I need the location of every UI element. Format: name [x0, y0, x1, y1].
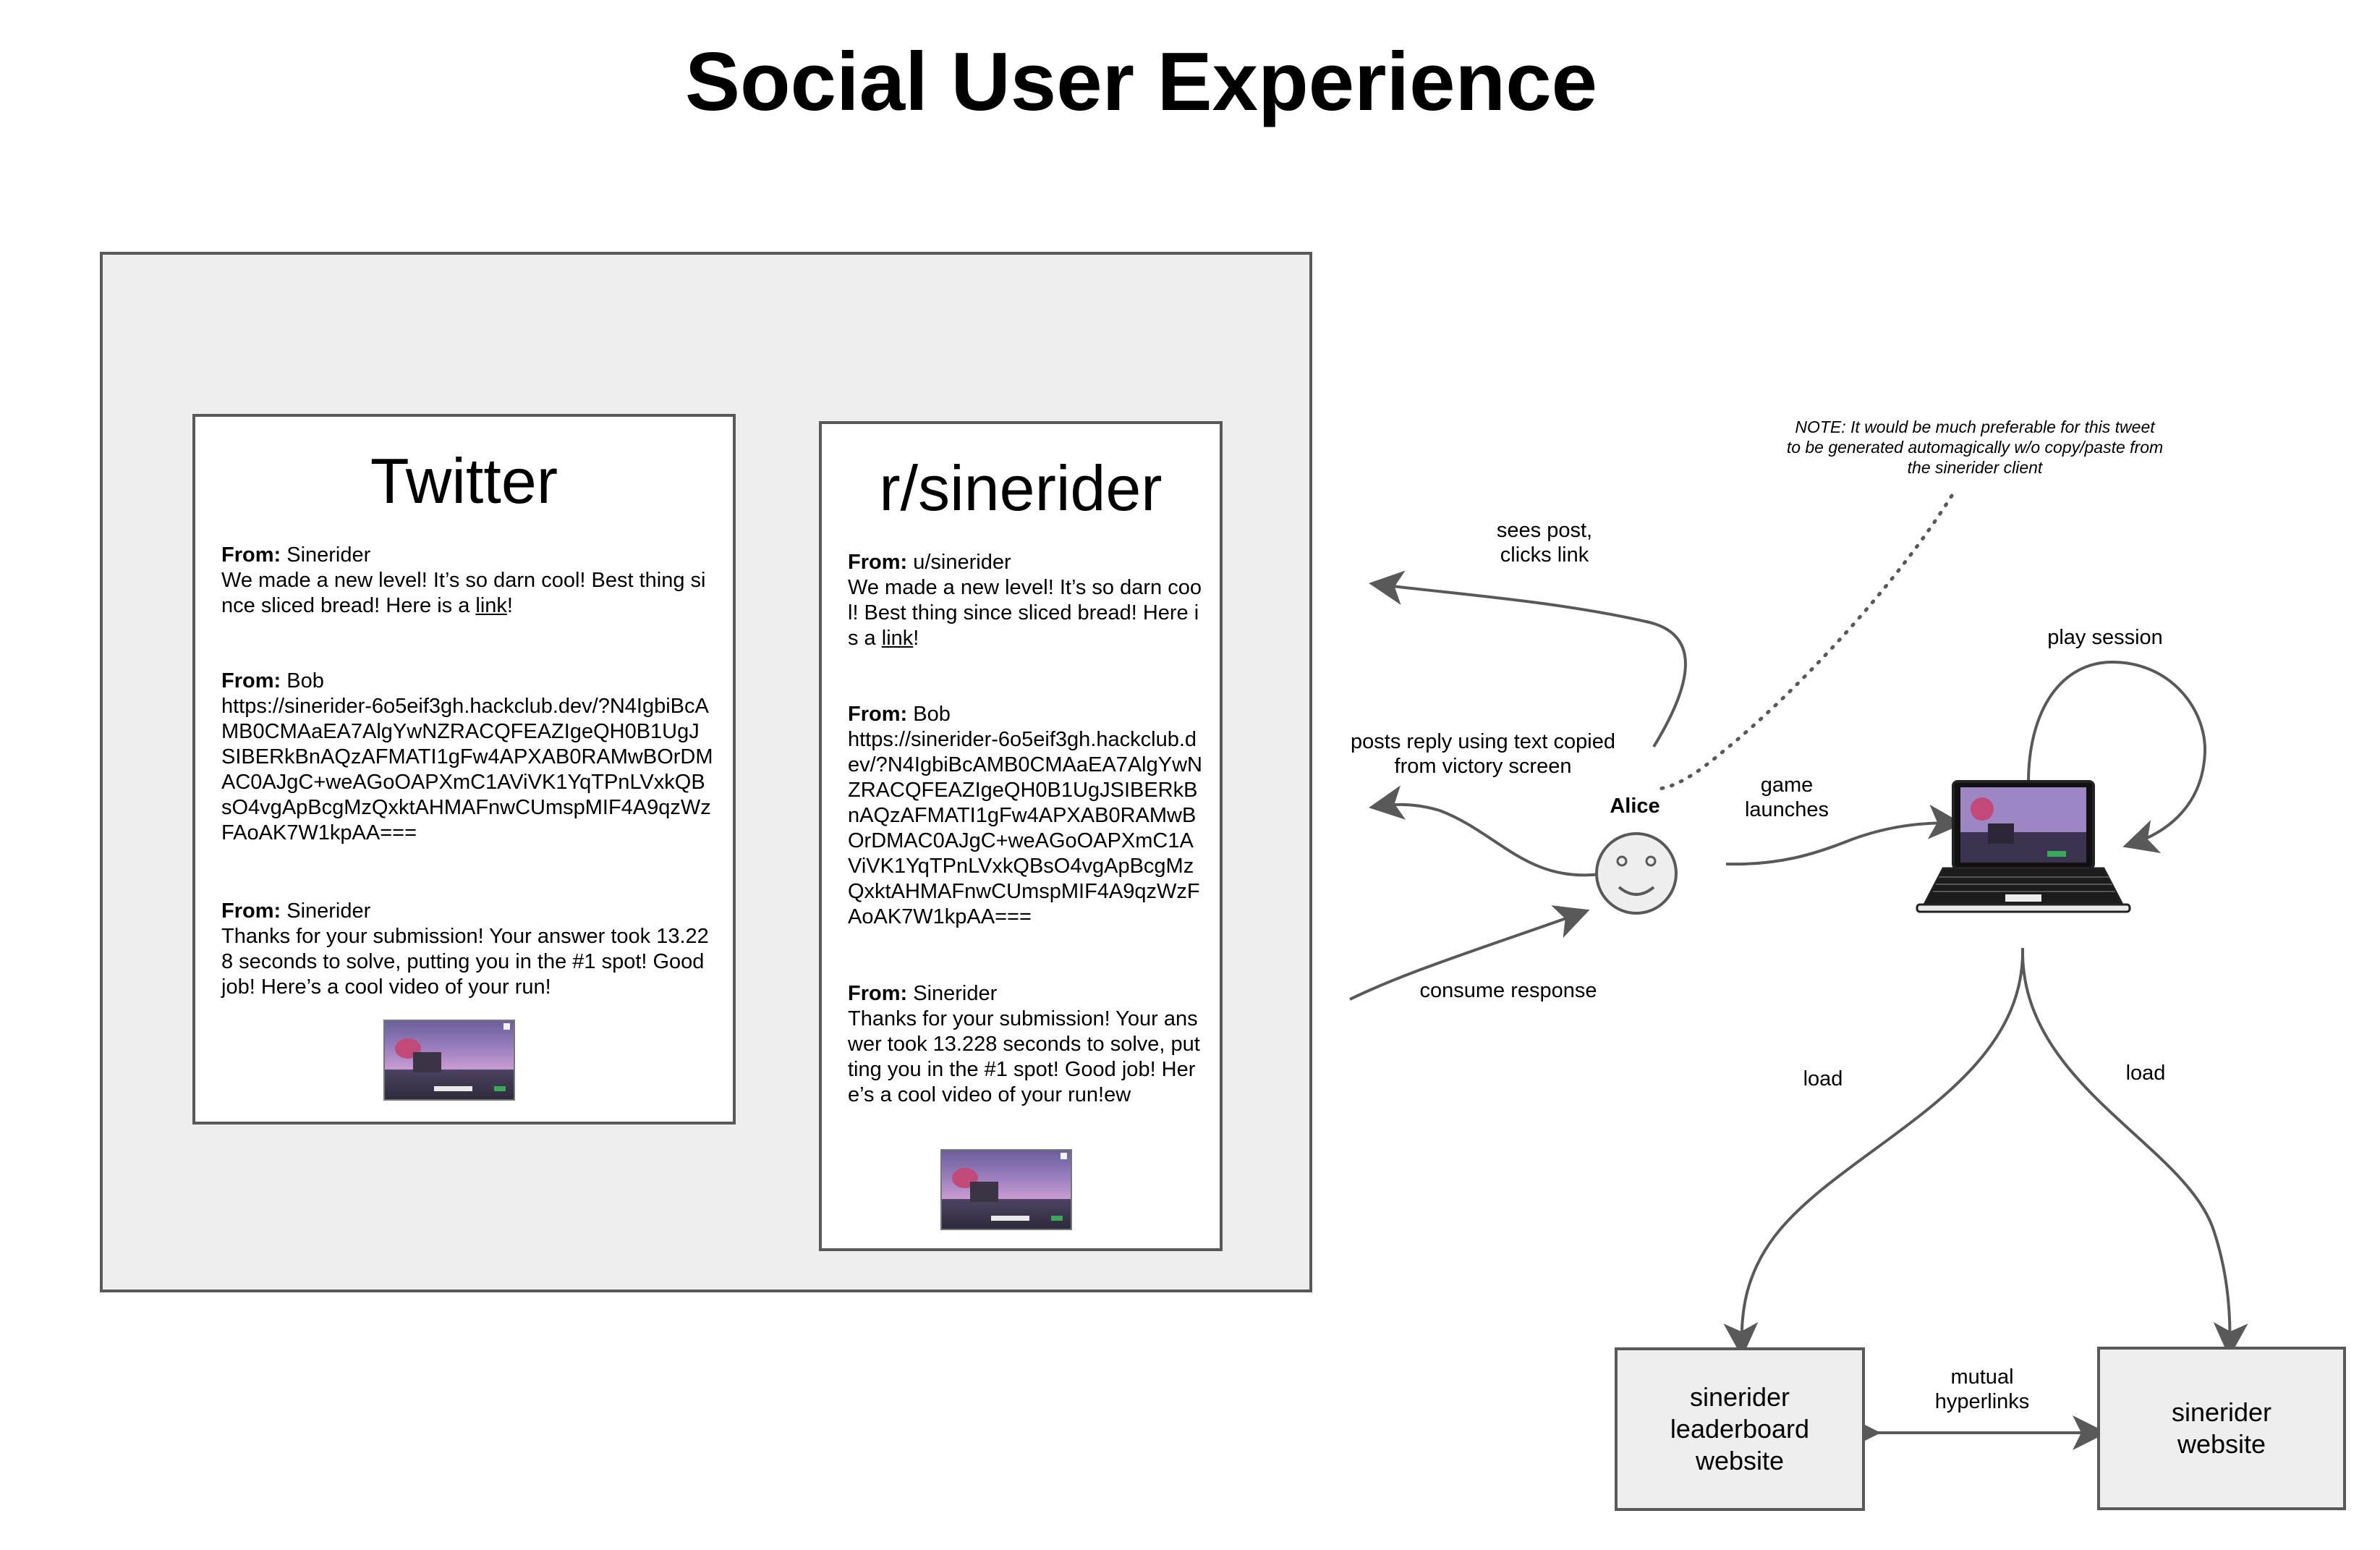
- post-from-label: From:: [221, 669, 281, 693]
- post-author: Sinerider: [907, 982, 998, 1005]
- sees-post-label: sees post, clicks link: [1496, 519, 1593, 567]
- play-session-loop: [2027, 660, 2207, 854]
- user-name-label: Alice: [1610, 795, 1660, 818]
- consume-response-label: consume response: [1419, 979, 1597, 1002]
- load-left-arrow: [1723, 947, 2025, 1358]
- reddit-post-sinerider: From: u/sinerider We made a new level! I…: [848, 550, 1202, 651]
- post-author: Sinerider: [281, 543, 371, 567]
- load-left-label: load: [1803, 1067, 1843, 1090]
- twitter-card-title: Twitter: [370, 445, 558, 517]
- diagram-title: Social User Experience: [684, 36, 1597, 128]
- post-from-label: From:: [848, 982, 908, 1005]
- post-body: We made a new level! It’s so darn cool! …: [221, 569, 706, 617]
- load-right-arrow: [2020, 947, 2248, 1358]
- play-session-label: play session: [2047, 626, 2163, 649]
- post-body: https://sinerider-6o5eif3gh.hackclub.dev…: [848, 728, 1202, 928]
- post-body: We made a new level! It’s so darn cool! …: [848, 576, 1202, 650]
- twitter-post-sinerider-reply: From: Sinerider Thanks for your submissi…: [221, 899, 713, 1000]
- smiley-face-icon: [1595, 832, 1678, 915]
- post-author: Bob: [281, 669, 324, 693]
- post-link[interactable]: link: [881, 627, 914, 650]
- post-body: Thanks for your submission! Your answer …: [221, 925, 709, 999]
- post-body-end: !: [506, 594, 513, 617]
- post-author: Bob: [907, 703, 951, 726]
- note-text: NOTE: It would be much preferable for th…: [1786, 418, 2164, 477]
- game-launches-label: game launches: [1744, 774, 1829, 821]
- posts-reply-label: posts reply using text copied from victo…: [1351, 730, 1615, 778]
- post-from-label: From:: [221, 543, 281, 567]
- reddit-card: r/sinerider From: u/sinerider We made a …: [819, 421, 1223, 1251]
- twitter-card: Twitter From: Sinerider We made a new le…: [192, 414, 736, 1125]
- consume-response-arrow: [1349, 905, 1590, 1001]
- post-from-label: From:: [848, 551, 908, 574]
- sees-post-arrow: [1369, 570, 1687, 748]
- note-connector: [1654, 494, 1954, 791]
- laptop-icon: [1916, 780, 2131, 913]
- twitter-post-bob: From: Bob https://sinerider-6o5eif3gh.ha…: [221, 669, 713, 846]
- run-video-thumbnail[interactable]: [940, 1149, 1072, 1230]
- post-author: u/sinerider: [907, 551, 1011, 574]
- posts-reply-arrow: [1369, 785, 1601, 877]
- post-author: Sinerider: [281, 899, 371, 923]
- post-from-label: From:: [221, 899, 281, 923]
- sinerider-website-box: sinerider website: [2097, 1347, 2346, 1510]
- post-link[interactable]: link: [475, 594, 507, 617]
- post-from-label: From:: [848, 703, 908, 726]
- post-body: Thanks for your submission! Your answer …: [848, 1007, 1200, 1106]
- reddit-card-title: r/sinerider: [879, 452, 1163, 524]
- post-body-end: !: [913, 627, 919, 650]
- reddit-post-bob: From: Bob https://sinerider-6o5eif3gh.ha…: [848, 702, 1202, 930]
- reddit-post-sinerider-reply: From: Sinerider Thanks for your submissi…: [848, 981, 1202, 1108]
- game-launches-arrow: [1725, 804, 1963, 866]
- load-right-label: load: [2125, 1062, 2166, 1085]
- leaderboard-website-box: sinerider leaderboard website: [1615, 1347, 1865, 1511]
- twitter-post-sinerider: From: Sinerider We made a new level! It’…: [221, 543, 713, 619]
- mutual-hyperlinks-label: mutual hyperlinks: [1934, 1365, 2030, 1413]
- post-body: https://sinerider-6o5eif3gh.hackclub.dev…: [221, 695, 713, 844]
- run-video-thumbnail[interactable]: [383, 1020, 515, 1101]
